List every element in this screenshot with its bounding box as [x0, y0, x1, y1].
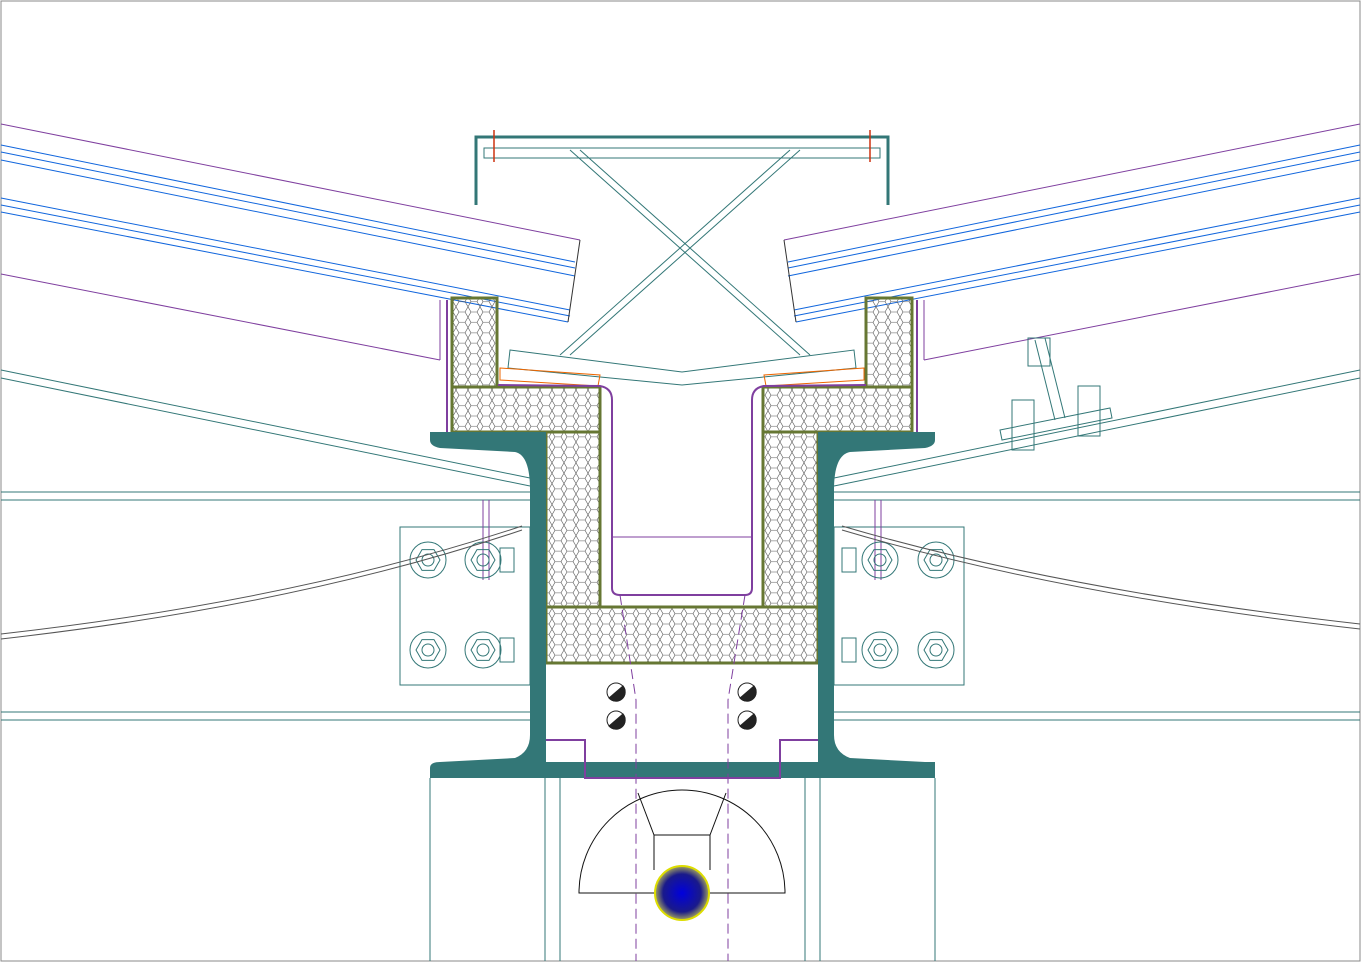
sealant-strips	[499, 367, 865, 387]
insulation-bottom	[544, 605, 820, 665]
bolt-icon	[464, 541, 502, 579]
bolt-icon	[917, 541, 955, 579]
bolts	[409, 541, 955, 669]
insulation	[450, 296, 914, 665]
drain-outlet	[578, 789, 786, 894]
bracket-bolts-right	[999, 337, 1113, 451]
bolt-plate-right	[833, 500, 965, 686]
bolt-icon	[409, 541, 447, 579]
bolt-icon	[861, 631, 899, 669]
nut-icon	[841, 637, 857, 663]
insulation-right-column	[761, 430, 820, 609]
bolt-icon	[917, 631, 955, 669]
bolt-icon	[409, 631, 447, 669]
nut-icon	[841, 547, 857, 573]
bolt-icon	[861, 541, 899, 579]
cables	[0, 525, 1361, 640]
drain-bolts	[606, 682, 757, 730]
bolt-plate-left	[399, 500, 531, 686]
steel-gutter-section	[430, 432, 935, 778]
gutter-liner	[446, 300, 918, 779]
insulation-right-top	[761, 385, 914, 434]
insulation-left-upper	[450, 296, 499, 389]
nut-icon	[499, 637, 515, 663]
nut-icon	[499, 547, 515, 573]
beam-lines	[0, 369, 1361, 721]
ridge-screws	[493, 130, 871, 162]
insulation-left-top	[450, 385, 602, 434]
bolt-icon	[464, 631, 502, 669]
center-lines	[619, 594, 746, 961]
column-lines	[429, 778, 936, 961]
drain-ball	[654, 865, 710, 921]
roof-panel-left	[0, 123, 581, 361]
insulation-left-column	[544, 430, 602, 609]
ridge-cap	[474, 135, 890, 386]
insulation-right-upper	[864, 296, 914, 389]
